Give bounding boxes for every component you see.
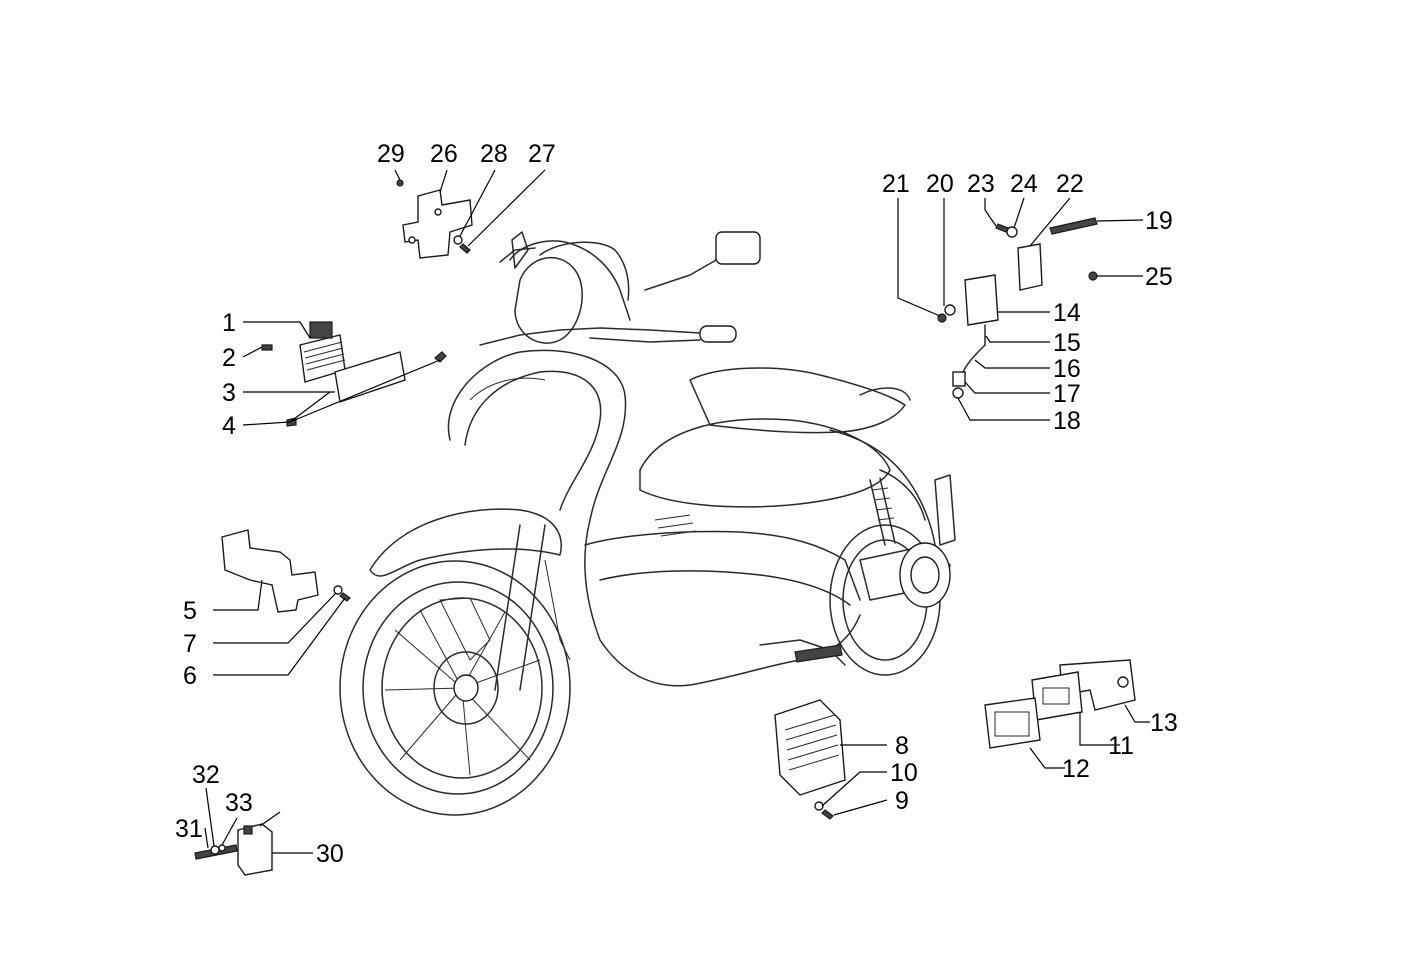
label-28: 28 <box>480 140 508 168</box>
label-24: 24 <box>1010 170 1038 198</box>
label-2: 2 <box>222 344 236 372</box>
part-number-labels: 1 2 3 4 5 7 6 29 26 28 27 21 20 23 24 22… <box>175 140 1178 868</box>
control-unit-8 <box>774 699 846 796</box>
bolt-19 <box>1049 217 1098 235</box>
label-6: 6 <box>183 662 197 690</box>
bracket-plate-26 <box>402 189 473 259</box>
terminal-18 <box>952 387 964 399</box>
label-13: 13 <box>1150 709 1178 737</box>
connector-17 <box>952 371 966 387</box>
label-30: 30 <box>316 840 344 868</box>
label-10: 10 <box>890 759 918 787</box>
label-19: 19 <box>1145 207 1173 235</box>
label-18: 18 <box>1053 407 1081 435</box>
washer-20 <box>944 304 956 316</box>
label-17: 17 <box>1053 380 1081 408</box>
label-32: 32 <box>192 761 220 789</box>
screw-27 <box>459 243 471 254</box>
regulator-1 <box>299 321 346 383</box>
screw-2 <box>261 344 273 351</box>
label-31: 31 <box>175 815 203 843</box>
label-21: 21 <box>882 170 910 198</box>
mounting-plate-3 <box>334 351 406 403</box>
cable-16 <box>961 344 986 376</box>
label-3: 3 <box>222 379 236 407</box>
label-20: 20 <box>926 170 954 198</box>
label-15: 15 <box>1053 329 1081 357</box>
scooter-illustration <box>339 231 956 816</box>
nut-25 <box>1088 271 1098 281</box>
label-7: 7 <box>183 630 197 658</box>
label-16: 16 <box>1053 355 1081 383</box>
label-9: 9 <box>895 787 909 815</box>
washer-28 <box>453 235 463 245</box>
label-22: 22 <box>1056 170 1084 198</box>
rubber-cover-12 <box>984 697 1041 749</box>
washer-33 <box>218 844 226 852</box>
screw-9 <box>821 809 834 820</box>
washer-10 <box>814 801 824 811</box>
relay-11 <box>1031 671 1083 721</box>
screw-6 <box>339 592 351 602</box>
label-1: 1 <box>222 309 236 337</box>
label-12: 12 <box>1062 755 1090 783</box>
screw-29 <box>396 179 404 187</box>
relay-30 <box>237 823 273 876</box>
screw-23 <box>995 223 1009 233</box>
washer-24 <box>1006 226 1018 238</box>
label-33: 33 <box>225 789 253 817</box>
bracket-5 <box>221 529 319 613</box>
bracket-22 <box>1017 243 1043 291</box>
label-26: 26 <box>430 140 458 168</box>
label-29: 29 <box>377 140 405 168</box>
label-25: 25 <box>1145 263 1173 291</box>
box-14 <box>964 274 999 326</box>
label-27: 27 <box>528 140 556 168</box>
label-11: 11 <box>1108 732 1134 760</box>
label-14: 14 <box>1053 299 1081 327</box>
label-8: 8 <box>895 732 909 760</box>
washer-7 <box>333 585 343 595</box>
leader-lines <box>204 169 1150 854</box>
label-23: 23 <box>967 170 995 198</box>
label-4: 4 <box>222 412 236 440</box>
washer-32 <box>210 845 220 855</box>
label-5: 5 <box>183 597 197 625</box>
